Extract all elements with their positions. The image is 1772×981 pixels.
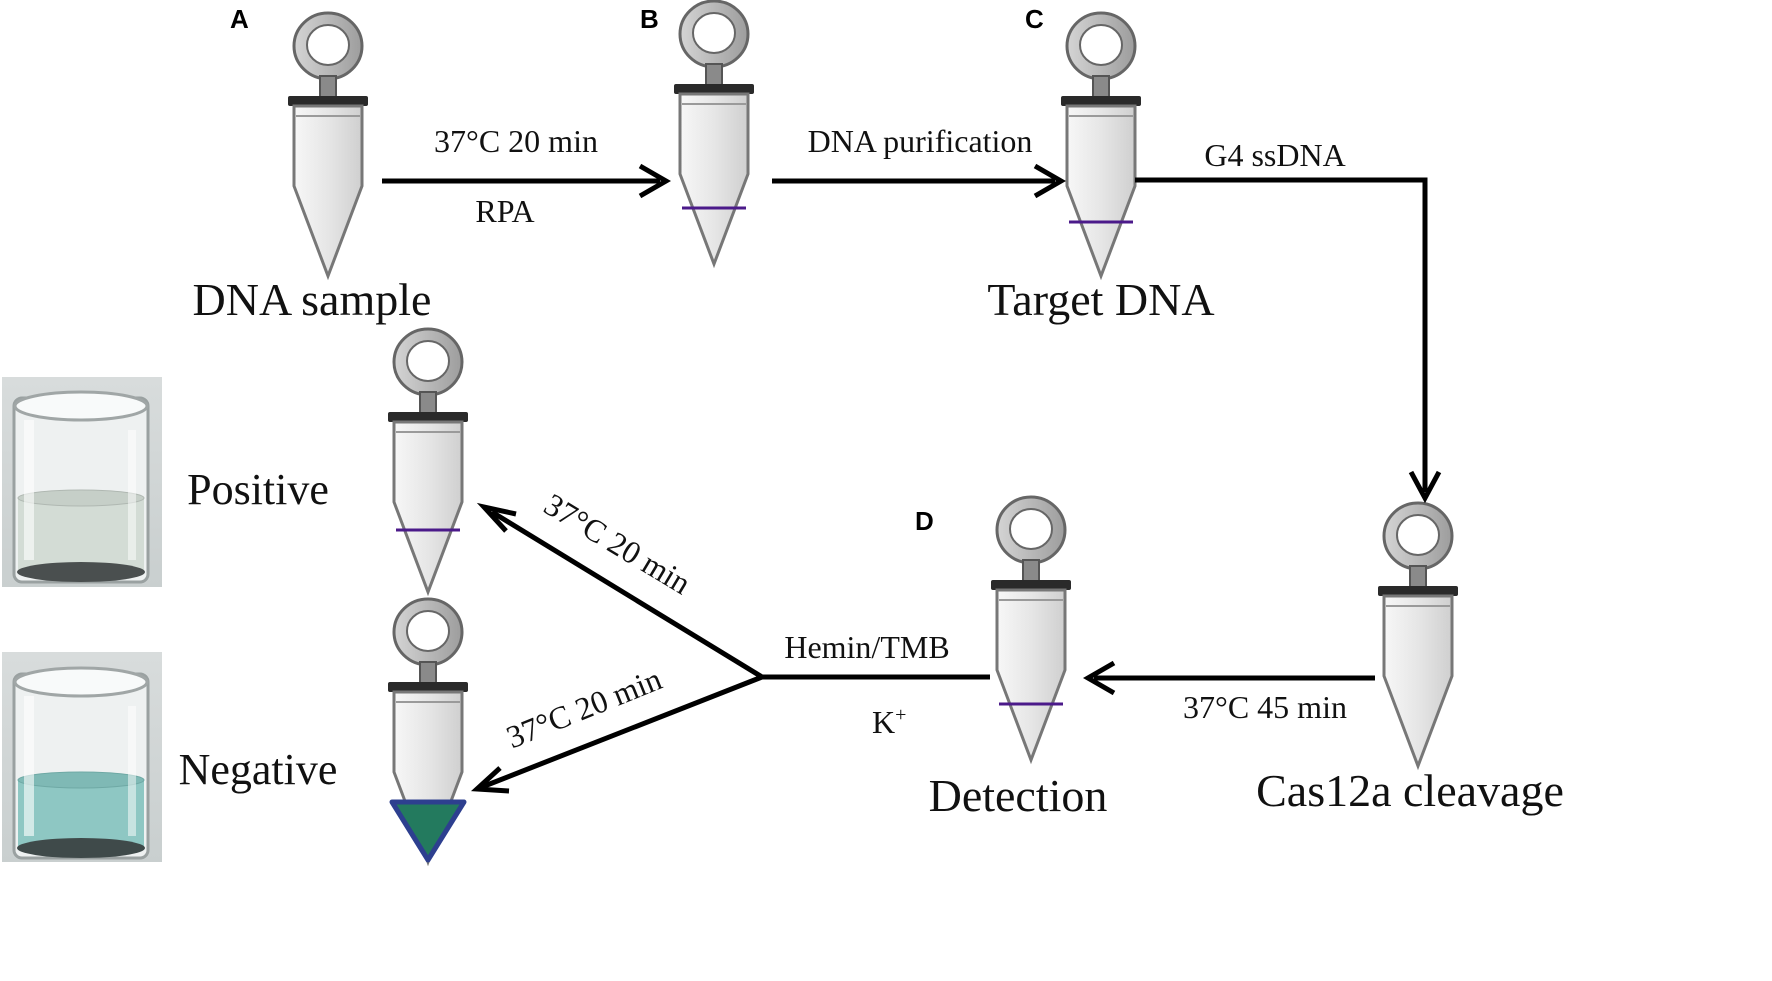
label-hemin-tmb: Hemin/TMB	[784, 629, 949, 665]
arrow-branch-positive	[476, 502, 764, 680]
arrow-cleavage-to-detection	[1082, 660, 1375, 696]
label-target-dna: Target DNA	[987, 274, 1214, 325]
tube-dna-sample	[286, 11, 370, 278]
positive-vial-photo	[2, 377, 162, 587]
label-detection: Detection	[929, 770, 1108, 821]
negative-liquid-fill	[389, 799, 467, 863]
arrow-branch-negative	[470, 674, 763, 794]
tube-target-dna	[1059, 11, 1143, 278]
label-positive: Positive	[187, 465, 329, 514]
tube-rpa-product	[672, 0, 756, 266]
label-positive-time: 37°C 20 min	[538, 486, 697, 601]
arrow-g4-to-cleavage	[1135, 177, 1442, 504]
tube-negative	[386, 597, 470, 864]
label-cas12a-cleavage: Cas12a cleavage	[1256, 765, 1564, 816]
label-negative: Negative	[179, 745, 338, 794]
panel-label-c: C	[1025, 4, 1044, 34]
tube-detection	[989, 495, 1073, 762]
tube-positive	[386, 327, 470, 594]
label-dna-sample: DNA sample	[193, 274, 432, 325]
label-rpa: RPA	[475, 193, 534, 229]
negative-vial-photo	[2, 652, 162, 862]
panel-label-b: B	[640, 4, 659, 34]
label-g4-ssdna: G4 ssDNA	[1204, 137, 1345, 173]
label-rpa-time: 37°C 20 min	[434, 123, 598, 159]
panel-label-d: D	[915, 506, 934, 536]
label-dna-purification: DNA purification	[808, 123, 1033, 159]
label-cleavage-time: 37°C 45 min	[1183, 689, 1347, 725]
label-potassium: K+	[872, 704, 906, 740]
arrow-rpa	[382, 163, 672, 199]
arrow-purification	[772, 163, 1067, 199]
tube-cas12a-cleavage	[1376, 501, 1460, 768]
label-negative-time: 37°C 20 min	[501, 660, 666, 755]
panel-label-a: A	[230, 4, 249, 34]
